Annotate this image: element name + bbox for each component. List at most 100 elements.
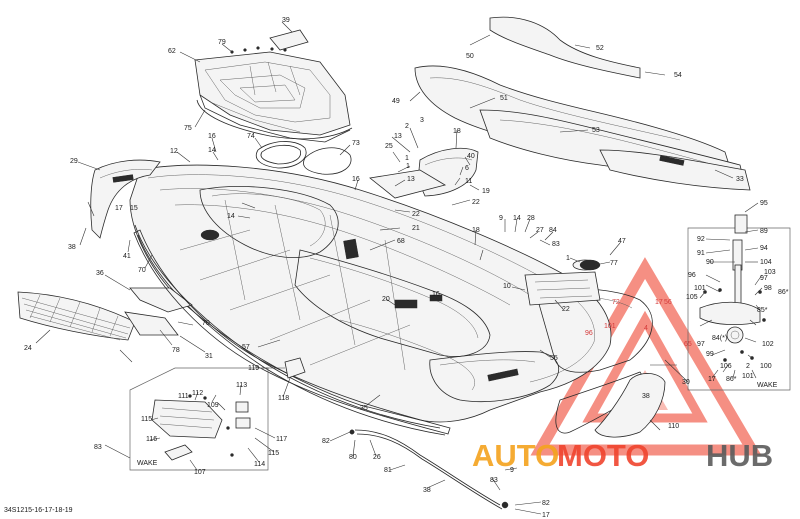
callout-label: 52 [596, 45, 604, 52]
callout-label: 41 [123, 253, 131, 260]
callout-label: 47 [618, 238, 626, 245]
callout-label: 56 [664, 299, 672, 306]
callout-label: 95 [760, 200, 768, 207]
callout-label: 112 [192, 390, 203, 397]
callout-label: 24 [24, 345, 32, 352]
watermark-text-moto: MOTO [557, 438, 649, 473]
side-grille-panels [17, 287, 193, 341]
callout-label: 97 [697, 341, 705, 348]
callout-label: 51 [500, 95, 508, 102]
callout-label: 101 [694, 285, 706, 292]
callout-label: 1 [566, 255, 570, 262]
callout-label: 2 [746, 363, 750, 370]
callout-label: 16 [352, 176, 360, 183]
callout-label: 70 [138, 267, 146, 274]
callout-label: 114 [254, 461, 265, 468]
callout-label: 33 [736, 176, 744, 183]
callout-label: 109 [207, 402, 219, 409]
callout-label: 70 [202, 320, 210, 327]
callout-label: 96 [688, 272, 696, 279]
callout-label: 13 [407, 176, 415, 183]
callout-label: 36 [96, 270, 104, 277]
callout-label: 90 [706, 259, 714, 266]
callout-label: 83 [552, 241, 560, 248]
callout-label: 110 [668, 423, 679, 430]
callout-label: 107 [194, 469, 206, 476]
leader-lines [35, 21, 763, 515]
callout-label: 119 [248, 365, 259, 372]
callout-label: 105 [686, 294, 698, 301]
callout-label: 9 [499, 215, 503, 222]
callout-label: 12 [170, 148, 178, 155]
steering-cable [349, 429, 509, 510]
callout-label: 39 [282, 17, 290, 24]
drawing-number: 34S1215-16-17-18-19 [4, 507, 73, 514]
callout-label: 22 [562, 306, 570, 313]
callout-label: 1 [405, 155, 409, 162]
callout-label: 118 [278, 395, 289, 402]
callout-label: 113 [236, 382, 247, 389]
callout-label: 22 [412, 211, 420, 218]
callout-label: 10 [503, 283, 511, 290]
wake-mirror-inset [129, 367, 269, 471]
callout-label: 38 [68, 244, 76, 251]
callout-label: 91 [697, 250, 705, 257]
callout-label: 26 [373, 454, 381, 461]
inset-note-wake: WAKE [757, 382, 778, 389]
callout-label: 3 [420, 117, 424, 124]
seat-covers [414, 16, 751, 191]
callout-label: 115 [141, 416, 152, 423]
callout-label: 13 [394, 133, 402, 140]
callout-label: 40 [467, 153, 475, 160]
callout-label: 25 [385, 143, 393, 150]
callout-label: 31 [205, 353, 213, 360]
callout-label: 68 [397, 238, 405, 245]
callout-label: 17 [708, 376, 716, 383]
wake-tower-inset [687, 214, 791, 391]
callout-label: 17 [655, 299, 663, 306]
callout-label: 16 [432, 291, 440, 298]
callout-label: 103 [764, 269, 776, 276]
callout-label: 30 [682, 379, 690, 386]
callout-label: 83 [490, 477, 498, 484]
callout-label: 89 [760, 228, 768, 235]
callout-label: 111 [178, 393, 189, 400]
callout-label: 84 [549, 227, 557, 234]
callout-label: 86* [778, 289, 789, 296]
callout-label: 81 [384, 467, 392, 474]
callout-label: 117 [276, 436, 287, 443]
callout-label: 79 [218, 39, 226, 46]
fuel-cap [579, 259, 601, 271]
callout-label: 101 [742, 373, 754, 380]
callout-label: 38 [423, 487, 431, 494]
callout-label: 55 [550, 355, 558, 362]
callout-label: 17 [115, 205, 123, 212]
callout-label: 14 [513, 215, 521, 222]
grab-handle [369, 147, 479, 199]
callout-label: 75 [184, 125, 192, 132]
callout-label: 2 [405, 123, 409, 130]
callout-label: 77 [610, 260, 618, 267]
callout-label: 78 [172, 347, 180, 354]
callout-label: 85* [757, 307, 768, 314]
callout-label: 17 [542, 512, 550, 519]
callout-label: 82 [322, 438, 330, 445]
callout-label: 100 [760, 363, 772, 370]
callout-label: 18 [453, 128, 461, 135]
callout-label: 92 [697, 236, 705, 243]
watermark-logo: AUTO MOTO HUB [472, 438, 773, 473]
callout-label: 9 [510, 467, 514, 474]
callout-label: 115 [268, 450, 279, 457]
gasket-rings [255, 141, 352, 175]
callout-label: 80 [349, 454, 357, 461]
callout-label: 38 [642, 393, 650, 400]
callout-label: 54 [674, 72, 682, 79]
callout-label: 15 [130, 205, 138, 212]
front-bumper [90, 159, 161, 239]
callout-label: 83 [94, 444, 102, 451]
callout-label: 106 [720, 363, 732, 370]
inset-note-wake: WAKE [137, 460, 158, 467]
callout-label: 97 [760, 275, 768, 282]
callout-label: 35 [360, 405, 368, 412]
callout-label: 18 [472, 227, 480, 234]
